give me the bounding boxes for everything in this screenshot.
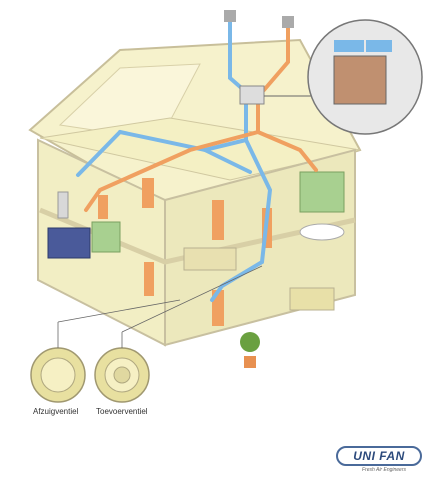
door xyxy=(144,262,154,296)
door xyxy=(98,195,108,219)
logo-tagline: Fresh Air Engineers xyxy=(362,467,406,473)
floor-divider xyxy=(39,207,356,265)
kitchen-hood xyxy=(57,191,69,219)
door xyxy=(142,178,154,208)
sofa xyxy=(289,287,335,311)
heat-recovery-unit xyxy=(239,85,265,105)
plant xyxy=(240,332,260,352)
supply-valve-illustration xyxy=(94,347,150,403)
bed xyxy=(183,247,237,271)
door xyxy=(212,200,224,240)
supply-ducts xyxy=(76,18,273,302)
plant-pot xyxy=(244,356,256,368)
kitchen-cabinets xyxy=(47,227,91,259)
supply-roof-vent xyxy=(224,10,236,22)
bathtub xyxy=(299,223,345,241)
unit-detail-box xyxy=(333,55,387,105)
bathroom-tiles xyxy=(299,171,345,213)
kitchen-tiles xyxy=(91,221,121,253)
unifan-logo: UNI FAN Fresh Air Engineers xyxy=(336,444,422,476)
exhaust-valve-illustration xyxy=(30,347,86,403)
extract-ducts xyxy=(84,24,318,212)
logo-brand: UNI FAN xyxy=(336,446,422,466)
extract-roof-vent xyxy=(282,16,294,28)
supply-valve-label: Toevoerventiel xyxy=(96,407,148,416)
exhaust-valve-label: Afzuigventiel xyxy=(33,407,79,416)
